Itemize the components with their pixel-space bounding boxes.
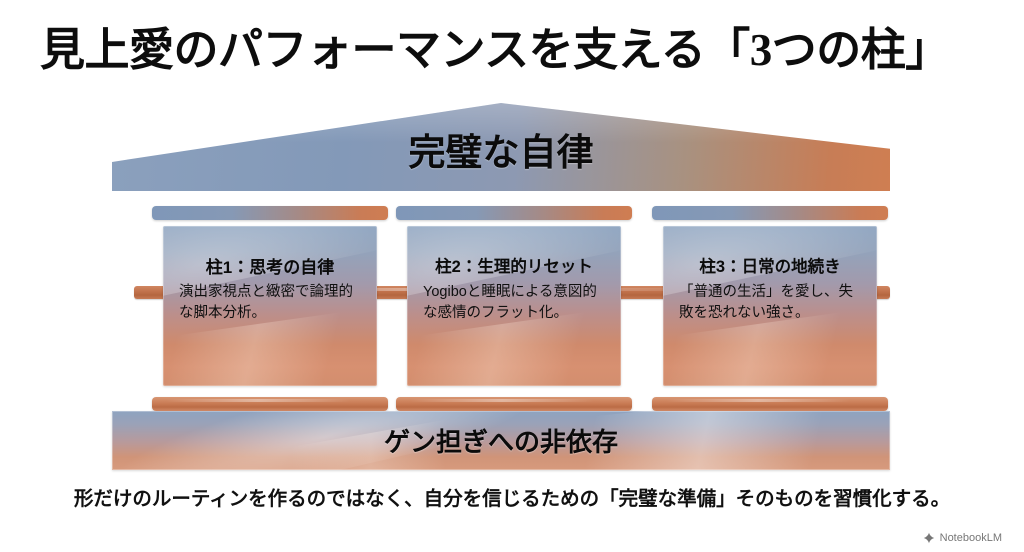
pillar-1-body: 演出家視点と緻密で論理的な脚本分析。 <box>179 284 353 321</box>
pillar-2-base-glint <box>410 399 595 402</box>
pillar-3: 柱3：日常の地続き 「普通の生活」を愛し、失敗を恐れない強さ。 <box>652 206 888 411</box>
pillar-1-text-block: 柱1：思考の自律 演出家視点と緻密で論理的な脚本分析。 <box>163 226 377 386</box>
pillar-2-base <box>396 397 632 411</box>
pillar-3-capital <box>652 206 888 220</box>
pillar-3-text-block: 柱3：日常の地続き 「普通の生活」を愛し、失敗を恐れない強さ。 <box>663 226 877 386</box>
pillar-2-text-block: 柱2：生理的リセット Yogiboと睡眠による意図的な感情のフラット化。 <box>407 226 621 386</box>
pillar-1-capital <box>152 206 388 220</box>
notebooklm-label: NotebookLM <box>939 532 1002 544</box>
columns-group: 柱1：思考の自律 演出家視点と緻密で論理的な脚本分析。 柱2：生理的リセット Y… <box>0 95 1024 480</box>
notebooklm-watermark: NotebookLM <box>923 532 1002 544</box>
pillar-3-shaft: 柱3：日常の地続き 「普通の生活」を愛し、失敗を恐れない強さ。 <box>663 226 877 386</box>
pediment-label: 完璧な自律 <box>408 133 594 174</box>
pillar-3-base <box>652 397 888 411</box>
pillar-2-heading: 柱2：生理的リセット <box>435 258 593 276</box>
caption-text: 形だけのルーティンを作るのではなく、自分を信じるための「完璧な準備」そのものを習… <box>73 488 951 510</box>
pillar-2-capital <box>396 206 632 220</box>
pillar-3-body: 「普通の生活」を愛し、失敗を恐れない強さ。 <box>679 284 853 321</box>
pillar-1: 柱1：思考の自律 演出家視点と緻密で論理的な脚本分析。 <box>152 206 388 411</box>
pillar-3-base-glint <box>666 399 851 402</box>
pillar-2-body: Yogiboと睡眠による意図的な感情のフラット化。 <box>423 284 597 321</box>
pillar-2-shaft: 柱2：生理的リセット Yogiboと睡眠による意図的な感情のフラット化。 <box>407 226 621 386</box>
pillar-1-heading: 柱1：思考の自律 <box>205 258 335 277</box>
page-title: 見上愛のパフォーマンスを支える「3つの柱」 <box>40 25 950 75</box>
temple-diagram: 完璧な自律 柱1：思考の自律 演出家視点と緻密で論理的な脚本分析。 <box>0 95 1024 480</box>
pillar-1-base <box>152 397 388 411</box>
notebooklm-spark-icon <box>923 532 935 544</box>
stylobate-base: ゲン担ぎへの非依存 <box>112 411 890 470</box>
pillar-2: 柱2：生理的リセット Yogiboと睡眠による意図的な感情のフラット化。 <box>396 206 632 411</box>
stylobate-label: ゲン担ぎへの非依存 <box>383 428 618 457</box>
pillar-1-base-glint <box>166 399 351 402</box>
pillar-1-shaft: 柱1：思考の自律 演出家視点と緻密で論理的な脚本分析。 <box>163 226 377 386</box>
pillar-3-heading: 柱3：日常の地続き <box>699 258 841 276</box>
